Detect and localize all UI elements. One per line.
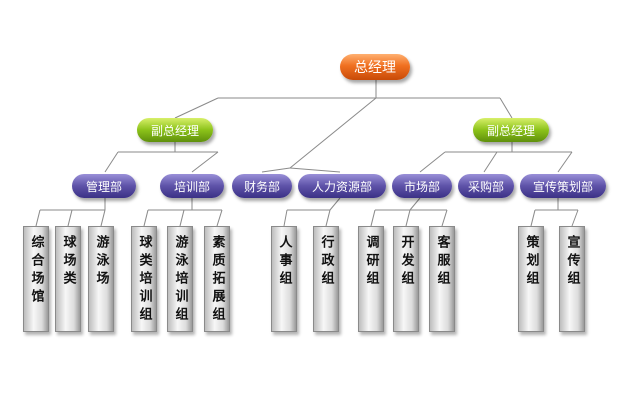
dept-human-resources: 人力资源部 — [298, 174, 386, 198]
team-label: 球场类 — [60, 235, 76, 289]
team-box: 人事组 — [271, 226, 297, 332]
dept-label: 人力资源部 — [311, 179, 372, 194]
vice-manager-label: 副总经理 — [486, 123, 535, 138]
general-manager-node: 总经理 — [340, 54, 410, 80]
team-label: 游泳场 — [93, 235, 109, 289]
team-box: 球类培训组 — [131, 226, 157, 332]
dept-purchasing: 采购部 — [458, 174, 514, 198]
team-label: 综合场馆 — [28, 235, 44, 307]
team-label: 调研组 — [363, 235, 379, 289]
team-box: 策划组 — [518, 226, 544, 332]
vice-manager-node-right: 副总经理 — [473, 118, 549, 142]
team-box: 行政组 — [313, 226, 339, 332]
team-box: 综合场馆 — [23, 226, 49, 332]
team-box: 游泳场 — [88, 226, 114, 332]
dept-marketing: 市场部 — [392, 174, 452, 198]
team-label: 游泳培训组 — [172, 235, 188, 325]
dept-finance: 财务部 — [232, 174, 292, 198]
vice-manager-node-left: 副总经理 — [137, 118, 213, 142]
general-manager-label: 总经理 — [354, 60, 396, 76]
dept-label: 财务部 — [243, 179, 280, 194]
dept-label: 市场部 — [403, 179, 440, 194]
team-box: 素质拓展组 — [204, 226, 230, 332]
vice-manager-label: 副总经理 — [150, 123, 199, 138]
dept-label: 宣传策划部 — [532, 179, 593, 194]
dept-label: 培训部 — [173, 179, 210, 194]
dept-management: 管理部 — [72, 174, 136, 198]
team-box: 开发组 — [393, 226, 419, 332]
team-label: 球类培训组 — [136, 235, 152, 325]
dept-label: 采购部 — [467, 179, 504, 194]
team-label: 客服组 — [434, 235, 450, 289]
dept-training: 培训部 — [160, 174, 224, 198]
team-box: 球场类 — [55, 226, 81, 332]
team-box: 客服组 — [429, 226, 455, 332]
team-label: 人事组 — [276, 235, 292, 289]
team-label: 宣传组 — [564, 235, 580, 289]
dept-label: 管理部 — [85, 179, 122, 194]
team-label: 开发组 — [398, 235, 414, 289]
team-label: 素质拓展组 — [209, 235, 225, 325]
team-box: 游泳培训组 — [167, 226, 193, 332]
dept-publicity-planning: 宣传策划部 — [520, 174, 606, 198]
team-label: 策划组 — [523, 235, 539, 289]
team-box: 调研组 — [358, 226, 384, 332]
team-label: 行政组 — [318, 235, 334, 289]
team-box: 宣传组 — [559, 226, 585, 332]
